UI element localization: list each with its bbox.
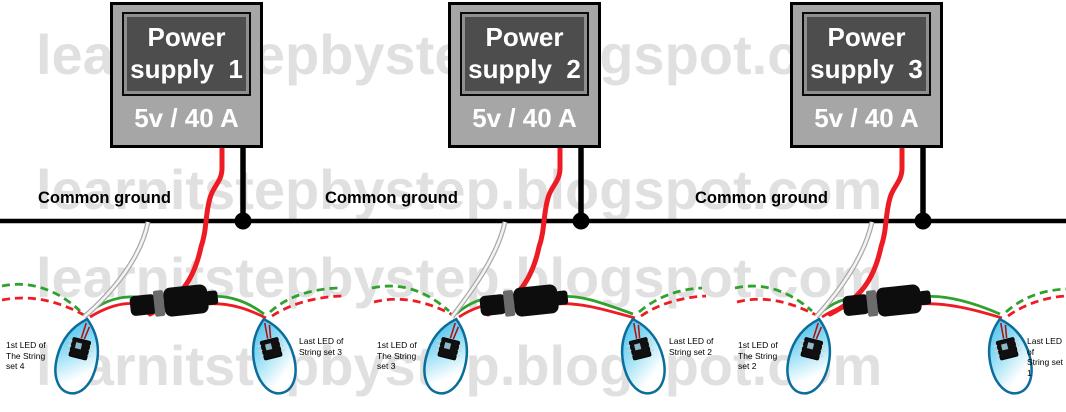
power-supply-name: supply 1 <box>130 54 243 84</box>
led-string-label-line: 1st LED of <box>6 340 46 350</box>
led-string-label-line: String set 3 <box>299 346 342 357</box>
led-string-label-line: Last LED of <box>1027 336 1062 357</box>
led-string-label-line: The String <box>6 350 46 361</box>
junction-dot <box>914 212 932 230</box>
power-supply-name: Power <box>827 22 906 53</box>
power-supply-name: supply 3 <box>810 54 923 84</box>
led-module <box>780 313 840 399</box>
common-ground-label: Common ground <box>38 189 171 207</box>
wire-green-dashed <box>638 286 703 314</box>
led-string-label-line: set 2 <box>738 361 757 372</box>
junction-dot <box>234 212 252 230</box>
wire-red-dashed <box>1007 294 1066 318</box>
led-module <box>48 313 108 399</box>
wire-green-dashed <box>1 282 81 313</box>
led-module <box>417 313 477 399</box>
wire-red-dashed <box>1 296 85 317</box>
power-supply-1: Power supply 1 5v / 40 A <box>110 2 263 148</box>
led-string-label: Last LED of String set 2 <box>669 336 713 357</box>
common-ground-label: Common ground <box>325 189 458 207</box>
power-supply-rating: 5v / 40 A <box>134 103 239 133</box>
power-supply-2: Power supply 2 5v / 40 A <box>448 2 601 148</box>
wire-red-dashed <box>271 294 343 318</box>
wire-red-dashed <box>373 297 454 317</box>
power-supply-3: Power supply 3 5v / 40 A <box>790 2 943 148</box>
led-string-label: 1st LED of The String set 3 <box>377 340 417 372</box>
led-string-label-line: 1st LED of <box>377 340 417 350</box>
led-string-label-line: 1st LED of <box>738 340 778 350</box>
power-supply-2-nameplate: Power supply 2 <box>460 12 589 96</box>
led-string-label-line: set 4 <box>6 361 25 372</box>
wire-green-dashed <box>269 286 339 314</box>
power-wire-red <box>827 137 905 317</box>
led-string-label-line: The String <box>377 350 417 361</box>
power-supply-rating: 5v / 40 A <box>472 103 577 133</box>
led-module <box>612 313 672 399</box>
power-supply-3-nameplate: Power supply 3 <box>802 12 931 96</box>
inline-connector <box>478 282 570 321</box>
wire-green-dashed <box>371 284 450 313</box>
watermark-text: learnitstepbystep.blogspot.com <box>36 158 883 221</box>
wire-green-dashed <box>1005 287 1066 314</box>
led-string-label-line: The String <box>738 350 778 361</box>
led-string-label: 1st LED of The String set 2 <box>738 340 778 372</box>
led-string-label-line: set 3 <box>377 361 396 372</box>
inline-connector <box>128 282 220 321</box>
wire-red <box>205 302 267 320</box>
led-string-label-line: Last LED of <box>669 336 714 346</box>
power-supply-1-nameplate: Power supply 1 <box>122 12 251 96</box>
power-supply-name: supply 2 <box>468 54 581 84</box>
led-string-label: Last LED of String set 3 <box>299 336 343 357</box>
led-string-label-line: String set 2 <box>669 346 712 357</box>
junction-dot <box>572 212 590 230</box>
led-string-label-line: Last LED of <box>299 336 344 346</box>
led-string-label-line: String set 1 <box>1027 357 1063 378</box>
inline-connector <box>841 282 933 321</box>
power-supply-rating: 5v / 40 A <box>814 103 919 133</box>
power-supply-name: Power <box>147 22 226 53</box>
led-string-label: 1st LED of The String set 4 <box>6 340 46 372</box>
wire-red-dashed <box>640 294 707 318</box>
led-string-label: Last LED of String set 1 <box>1027 336 1066 379</box>
wire-green-dashed <box>734 284 813 313</box>
common-ground-label: Common ground <box>695 189 828 207</box>
wire-red-dashed <box>736 297 817 317</box>
ground-wire-white <box>82 221 875 319</box>
power-supply-name: Power <box>485 22 564 53</box>
led-module <box>243 313 303 399</box>
